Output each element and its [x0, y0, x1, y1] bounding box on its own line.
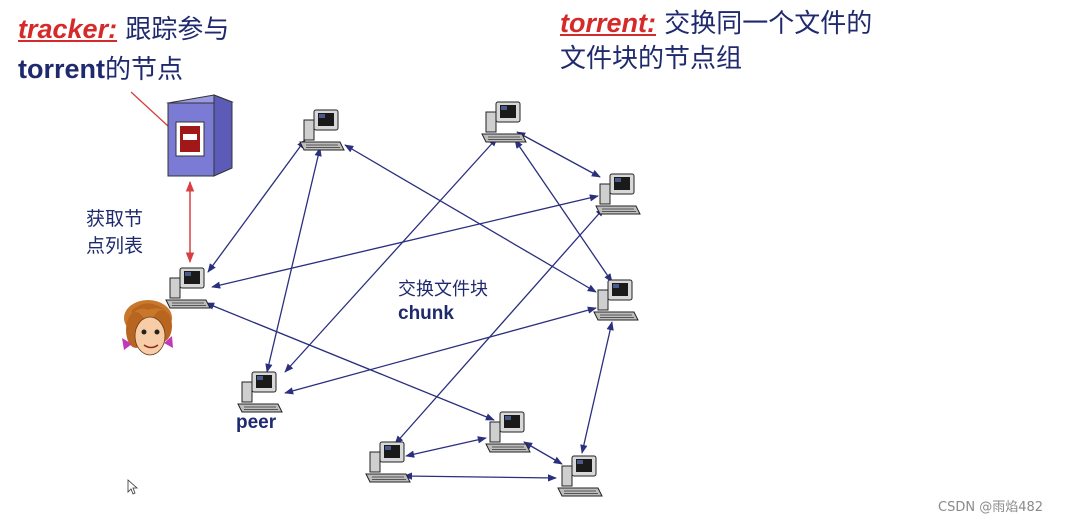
tracker-keyword: tracker: — [18, 14, 118, 44]
get-peer-list-label: 获取节 点列表 — [86, 206, 143, 260]
torrent-title: torrent: 交换同一个文件的 — [560, 6, 872, 41]
arrow-pC-pL — [211, 194, 599, 289]
arrow-pB-pE — [514, 139, 613, 283]
peer-computer-icon — [365, 441, 411, 483]
peer-computer-icon — [593, 279, 639, 321]
arrow-pB-pP — [284, 137, 498, 373]
peer-computer-icon — [165, 267, 211, 309]
tracker-pointer-line — [130, 91, 169, 127]
mouse-cursor-icon — [127, 479, 139, 495]
get-peer-list-line1: 获取节 — [86, 208, 144, 230]
get-peer-list-line2: 点列表 — [86, 235, 144, 257]
torrent-desc-line1: 交换同一个文件的 — [656, 9, 873, 39]
arrow-pC-pQ — [394, 207, 605, 445]
peer-computer-icon — [481, 101, 527, 143]
peer-computer-icon — [299, 109, 345, 151]
peer-connections — [205, 131, 614, 482]
peer-computer-icon — [557, 455, 603, 497]
tracker-title: tracker: 跟踪参与 — [18, 12, 229, 47]
tracker-desc-line2: torrent的节点 — [18, 52, 183, 87]
torrent-desc-line2-text: 文件块的节点组 — [560, 44, 743, 74]
arrow-pE-pS — [580, 321, 614, 454]
arrow-pB-pC — [516, 131, 601, 178]
tracker-desc-line2-rest: 的节点 — [105, 55, 184, 85]
arrow-pR-pQ — [405, 436, 487, 458]
tracker-desc-line1: 跟踪参与 — [117, 15, 230, 45]
peer-computer-icon — [485, 411, 531, 453]
peer-computer-icon — [595, 173, 641, 215]
arrow-pQ-pS — [403, 472, 557, 482]
torrent-word: torrent — [18, 54, 105, 84]
peer-computer-icon — [237, 371, 283, 413]
arrow-pR-pS — [523, 441, 563, 465]
torrent-keyword: torrent: — [560, 8, 656, 38]
tracker-server-icon — [166, 94, 234, 177]
watermark: CSDN @雨焰482 — [938, 500, 1044, 515]
torrent-desc-line2: 文件块的节点组 — [560, 42, 742, 76]
arrow-pL-pR — [205, 302, 495, 421]
user-person-icon — [122, 300, 173, 356]
